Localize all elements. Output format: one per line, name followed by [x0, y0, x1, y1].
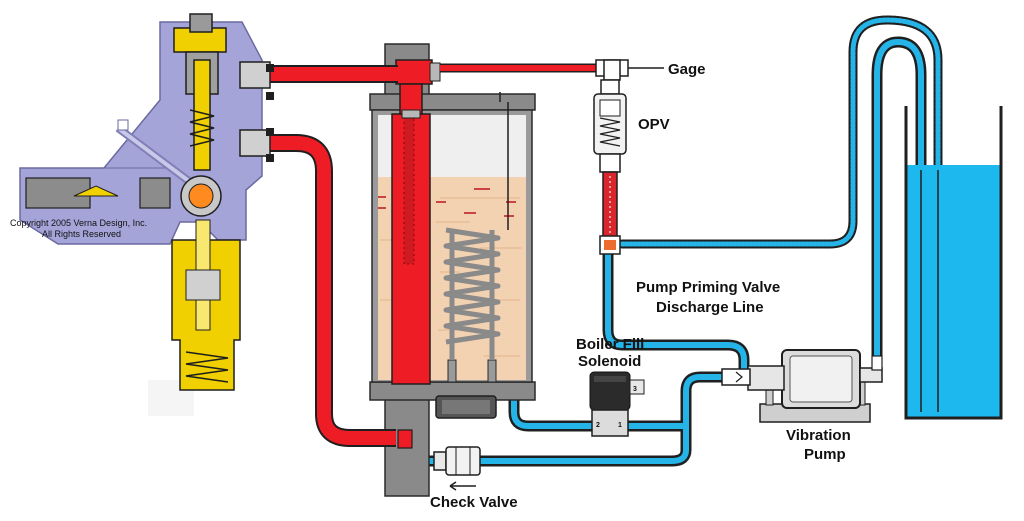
- boiler-water-bubbles: [378, 188, 516, 217]
- reservoir-water: [906, 165, 1001, 418]
- diagram-labels: Copyright 2005 Verna Design, Inc. All Ri…: [10, 61, 851, 511]
- copyright-line-2: All Rights Reserved: [42, 229, 121, 239]
- vibration-pump: [721, 349, 883, 423]
- vibration-pump-label-line-1: Vibration: [786, 427, 851, 444]
- priming-valve-label-line-2: Discharge Line: [656, 299, 764, 316]
- pump-outlet-body: [747, 365, 785, 391]
- boiler-outlet-fitting: [395, 59, 433, 85]
- boiler-top-flange: [369, 93, 536, 111]
- solenoid-valve-body: [591, 409, 629, 437]
- flow-arrow-icon: [449, 481, 476, 491]
- check-valve: [433, 446, 481, 491]
- heating-element: [443, 227, 501, 383]
- solenoid-label-line-1: Boiler Fill: [576, 336, 644, 353]
- water-reservoir: [904, 106, 1003, 420]
- solenoid-port-3-label: 3: [633, 386, 637, 393]
- group-lower-spring: [185, 351, 229, 383]
- solenoid-label-line-2: Solenoid: [578, 353, 641, 370]
- group-outlet-fitting: [239, 61, 271, 89]
- opv-spring: [599, 117, 621, 147]
- check-valve-body: [445, 446, 481, 476]
- group-body: [19, 21, 263, 245]
- priming-valve-label-line-1: Pump Priming Valve: [636, 279, 780, 296]
- vibration-pump-label-line-2: Pump: [804, 446, 846, 463]
- hot-water-lines: [270, 63, 600, 449]
- boiler: [369, 43, 536, 497]
- solenoid-port-1-label: 1: [618, 422, 622, 429]
- group-return-line: [270, 136, 396, 445]
- pump-outlet-valve: [721, 368, 751, 386]
- opv-label: OPV: [638, 116, 670, 133]
- reservoir-tank-outline: [904, 106, 1003, 420]
- level-probe: [499, 92, 509, 230]
- copyright-line-1: Copyright 2005 Verna Design, Inc.: [10, 218, 147, 228]
- gage-label: Gage: [668, 61, 706, 78]
- e61-group-head: [19, 13, 274, 416]
- opv-valve: [593, 79, 627, 255]
- gage-tee: [595, 59, 664, 81]
- group-inlet-fitting: [239, 129, 271, 157]
- heating-element-coil: [443, 227, 501, 345]
- boiler-fill-solenoid: 3 2 1: [589, 371, 645, 437]
- check-valve-label: Check Valve: [430, 494, 518, 511]
- priming-return-line-outline: [617, 15, 943, 417]
- group-upper-spring: [189, 109, 215, 147]
- pump-inlet-fitting: [859, 367, 883, 383]
- solenoid-port-2-label: 2: [596, 422, 600, 429]
- boiler-water-texture: [380, 197, 522, 357]
